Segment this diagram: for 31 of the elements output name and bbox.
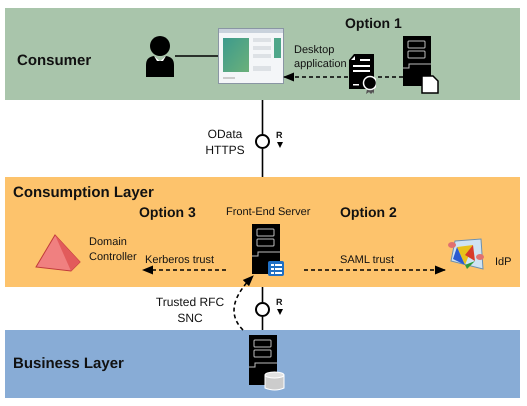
option-label: Option 3 — [139, 204, 196, 220]
edge-label: Trusted RFC SNC — [154, 295, 226, 326]
node-label: Front-End Server — [226, 206, 310, 218]
connector-line — [262, 287, 264, 302]
node-label: Domain Controller — [89, 235, 138, 265]
interface-role-label: R — [276, 297, 282, 307]
edge-label: Desktop application — [294, 43, 348, 72]
consumption-layer-band — [5, 177, 520, 287]
option-label: Option 2 — [340, 204, 397, 220]
layer-title: Business Layer — [13, 355, 124, 372]
interface-role-label: R — [276, 130, 282, 140]
arrow — [304, 266, 446, 274]
connector-line — [376, 76, 403, 78]
edge-label: SAML trust — [340, 254, 394, 266]
connector-line — [262, 100, 264, 134]
arrow — [282, 72, 348, 82]
connector-line — [175, 55, 218, 57]
arrow — [233, 275, 254, 331]
interface-circle — [255, 302, 270, 317]
business-layer-band — [5, 330, 520, 398]
interface-label: OData HTTPS — [204, 127, 246, 158]
connector-line — [262, 317, 264, 330]
arrow — [142, 266, 226, 274]
connector-line — [262, 149, 264, 177]
layer-title: Consumer — [17, 52, 92, 69]
layer-title: Consumption Layer — [13, 184, 154, 201]
node-label: IdP — [495, 256, 512, 268]
interface-circle — [255, 134, 270, 149]
option-label: Option 1 — [345, 15, 402, 31]
consumer-band — [5, 8, 520, 100]
edge-label: Kerberos trust — [145, 254, 214, 266]
